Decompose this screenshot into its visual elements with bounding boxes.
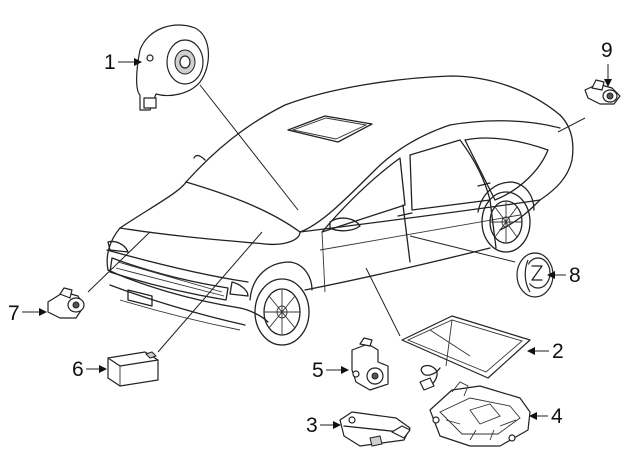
car-illustration <box>106 75 574 346</box>
leader-lines <box>87 84 586 353</box>
callout-label: 3 <box>306 414 318 437</box>
part-4-bracket <box>429 381 531 447</box>
callout-label: 9 <box>601 39 613 62</box>
callout-label: 6 <box>72 358 84 381</box>
callout-8: 8 <box>547 264 581 287</box>
part-1-clock-spring <box>136 24 210 111</box>
callout-label: 4 <box>551 405 563 428</box>
callout-6: 6 <box>72 358 107 381</box>
part-5-impact-sensor <box>351 337 389 391</box>
callout-3: 3 <box>306 414 341 437</box>
callout-label: 7 <box>8 302 20 325</box>
callout-label: 2 <box>552 340 564 363</box>
callout-label: 8 <box>569 264 581 287</box>
part-6-module <box>107 351 159 387</box>
callout-label: 1 <box>104 51 116 74</box>
part-2-seat-mat <box>401 315 531 391</box>
part-7-sensor <box>47 287 85 319</box>
part-3-control-unit <box>339 411 411 447</box>
callout-label: 5 <box>312 359 324 382</box>
callout-1: 1 <box>104 51 142 74</box>
part-9-sensor <box>584 79 621 105</box>
callout-7: 7 <box>8 302 47 325</box>
part-8-horn <box>516 252 554 298</box>
callout-9: 9 <box>601 39 613 87</box>
callout-4: 4 <box>529 405 563 428</box>
callout-2: 2 <box>527 340 564 363</box>
callout-5: 5 <box>312 359 349 382</box>
